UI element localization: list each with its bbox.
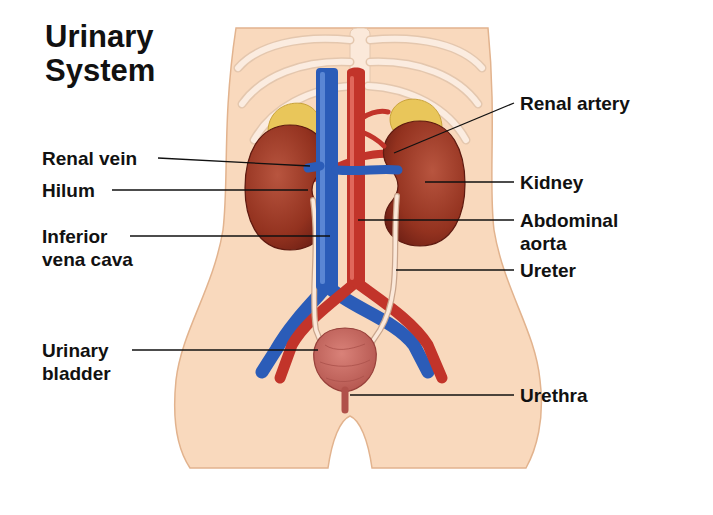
bladder [314,328,377,392]
bladder-texture [320,344,370,382]
part-label: Renal artery [520,92,630,115]
label-anchor: Renal artery [520,92,630,115]
part-label: Inferior vena cava [42,225,152,271]
ureter [370,196,397,345]
leader-line [350,394,514,395]
iliac-arteries [280,282,442,378]
aortic-branches [362,111,388,146]
label-anchor: Inferior vena cava [42,225,152,271]
label-anchor: Hilum [42,179,95,202]
bladder-fold [320,360,370,366]
part-label: Renal vein [42,147,137,170]
part-label: Urethra [520,384,588,407]
label-anchor: Abdominal aorta [520,209,638,255]
aorta [347,68,365,285]
leader-line [132,349,318,350]
aortic-branch [362,111,388,118]
part-label: Ureter [520,259,576,282]
label-anchor: Urethra [520,384,588,407]
label-anchor: Ureter [520,259,576,282]
diagram-title: Urinary System [45,20,205,88]
leader-line [130,235,330,236]
renal-vein [336,169,398,170]
vena-cava-highlight [320,72,325,284]
label-anchor: Urinary bladder [42,339,134,385]
part-label: Abdominal aorta [520,209,638,255]
label-anchor: Kidney [520,171,583,194]
leader-lines [112,103,514,395]
ureter [370,196,397,345]
label-anchor: Renal vein [42,147,137,170]
bladder-fold [325,344,365,349]
bladder-fold [326,376,364,382]
leader-line [425,181,514,182]
aorta-highlight [350,76,354,280]
leader-line [394,103,514,153]
urethra [342,390,349,410]
part-label: Hilum [42,179,95,202]
title-anchor: Urinary System [45,20,205,88]
leader-line [396,269,514,270]
part-label: Kidney [520,171,583,194]
torso [175,28,542,468]
part-label: Urinary bladder [42,339,134,385]
leader-line [358,219,514,220]
vena-cava [316,68,338,290]
leader-line [158,158,310,166]
leader-line [112,189,308,190]
aortic-branch [362,132,384,146]
